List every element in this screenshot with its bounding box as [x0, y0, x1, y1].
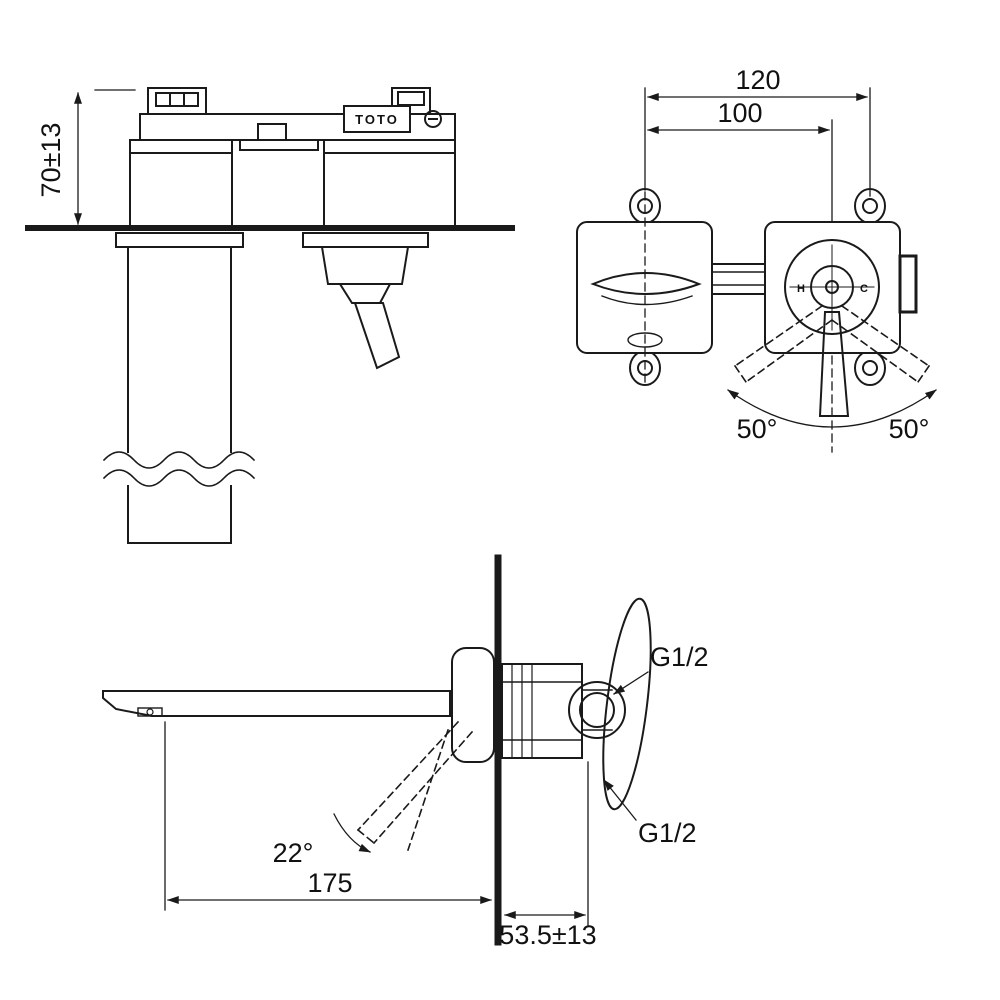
valve-body-top	[129, 87, 456, 229]
view-front: 120 100	[576, 65, 937, 453]
side-connector	[898, 254, 918, 314]
thread-leaders	[603, 671, 649, 821]
wall-escutcheon	[451, 647, 495, 763]
handle-swing	[727, 304, 937, 453]
angle-22-label: 22°	[273, 838, 314, 868]
mixer-handle-top	[302, 232, 429, 370]
escutcheon-circle	[784, 239, 880, 335]
dim-120-label: 120	[735, 65, 780, 95]
spout-mouth	[590, 272, 702, 295]
valve-body-side	[501, 597, 652, 811]
supply-connection	[568, 681, 626, 739]
valve-plate-front	[764, 188, 918, 386]
aerator	[137, 707, 163, 717]
thread-top-label: G1/2	[650, 642, 709, 672]
dim-175-label: 175	[307, 868, 352, 898]
hot-label: H	[797, 283, 805, 295]
screw-head	[424, 110, 442, 128]
view-side: 22° G1/2 G1/2 175	[102, 554, 709, 950]
dims-front	[644, 87, 871, 233]
thread-bottom-label: G1/2	[638, 818, 697, 848]
break-line	[102, 451, 256, 469]
angle-50-left-label: 50°	[737, 414, 778, 444]
cold-label: C	[860, 283, 868, 295]
angle-50-right-label: 50°	[889, 414, 930, 444]
dims-side	[164, 721, 589, 926]
connecting-pipe	[711, 263, 766, 295]
brand-plate	[343, 105, 411, 133]
lever-handle-front	[818, 311, 850, 417]
lever-left-dashed	[733, 304, 834, 384]
view-top-profile: 70±13 TOTO	[25, 87, 515, 544]
dim-100-label: 100	[717, 98, 762, 128]
angle-arc-22	[333, 813, 371, 853]
brand-label: TOTO	[355, 112, 399, 127]
lever-side	[333, 720, 474, 853]
dim-70-label: 70±13	[36, 123, 66, 198]
spout-plate-front	[576, 188, 713, 386]
lever-handle	[353, 302, 401, 370]
mounting-flange	[602, 597, 652, 811]
logo-oval	[627, 332, 663, 348]
top-rail	[139, 113, 456, 141]
spout-side	[102, 647, 495, 763]
break-line	[102, 469, 256, 487]
swing-arc	[727, 389, 937, 428]
dim-70	[74, 89, 136, 225]
spout-tube	[102, 232, 256, 544]
lever-right-dashed	[830, 304, 931, 384]
dim-535-label: 53.5±13	[499, 920, 596, 950]
